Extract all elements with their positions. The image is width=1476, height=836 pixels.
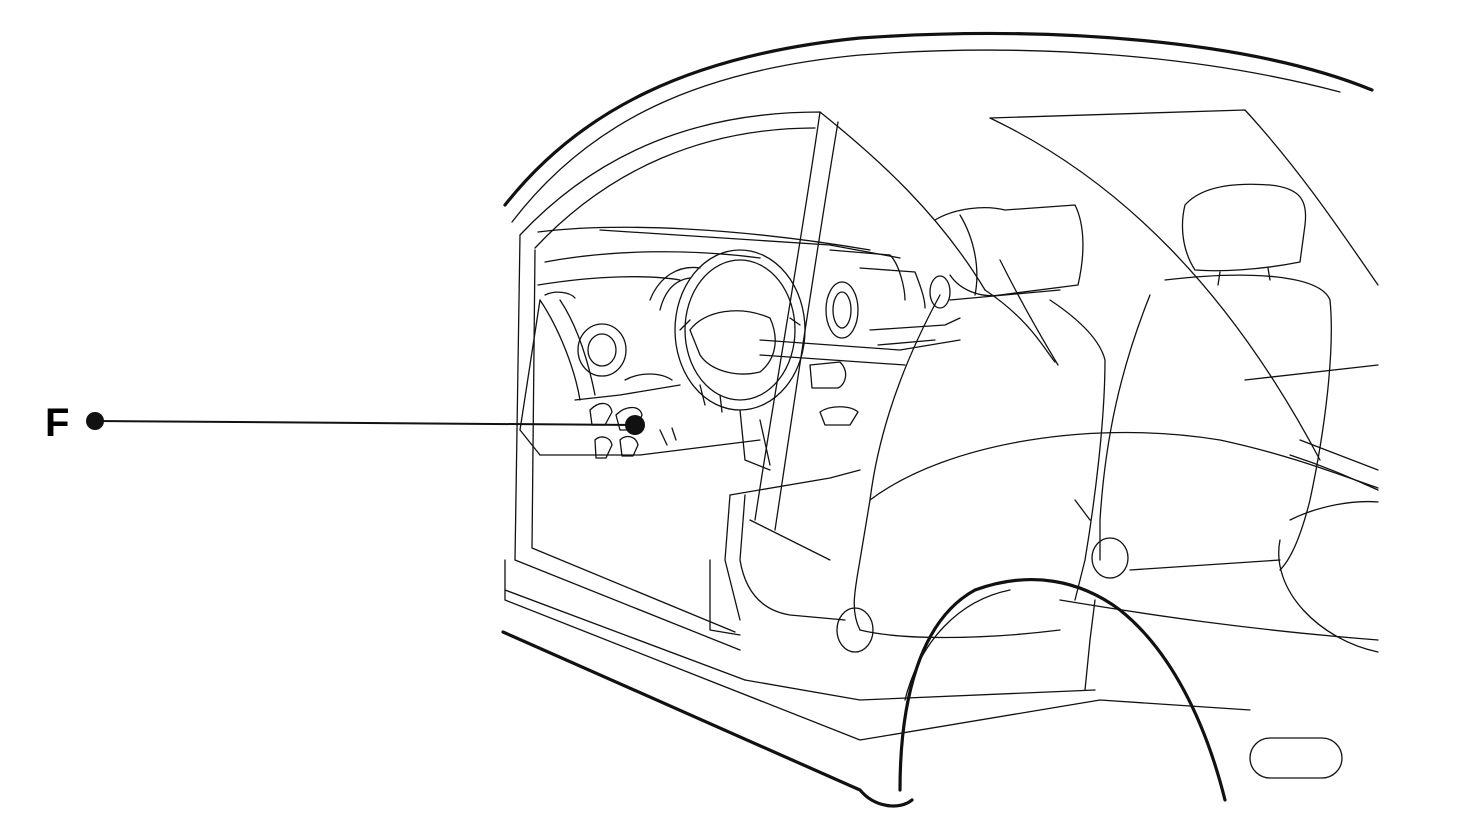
steering-wheel [674, 249, 806, 471]
passenger-seat [1074, 183, 1379, 579]
floor-and-rear [869, 431, 1379, 779]
callout-leader-line [94, 420, 636, 426]
center-console [759, 249, 1061, 426]
car-body-outline [503, 31, 1379, 461]
callout-f: F [45, 401, 645, 445]
driver-seat [709, 204, 1106, 653]
callout-target-dot [625, 415, 645, 435]
door-opening-frame [504, 111, 1101, 741]
wheel-arch [898, 578, 1227, 802]
callout-origin-dot [86, 412, 104, 430]
door-sill [501, 630, 914, 808]
pillars [754, 111, 1059, 531]
dashboard [519, 226, 901, 459]
callout-label: F [45, 401, 69, 445]
